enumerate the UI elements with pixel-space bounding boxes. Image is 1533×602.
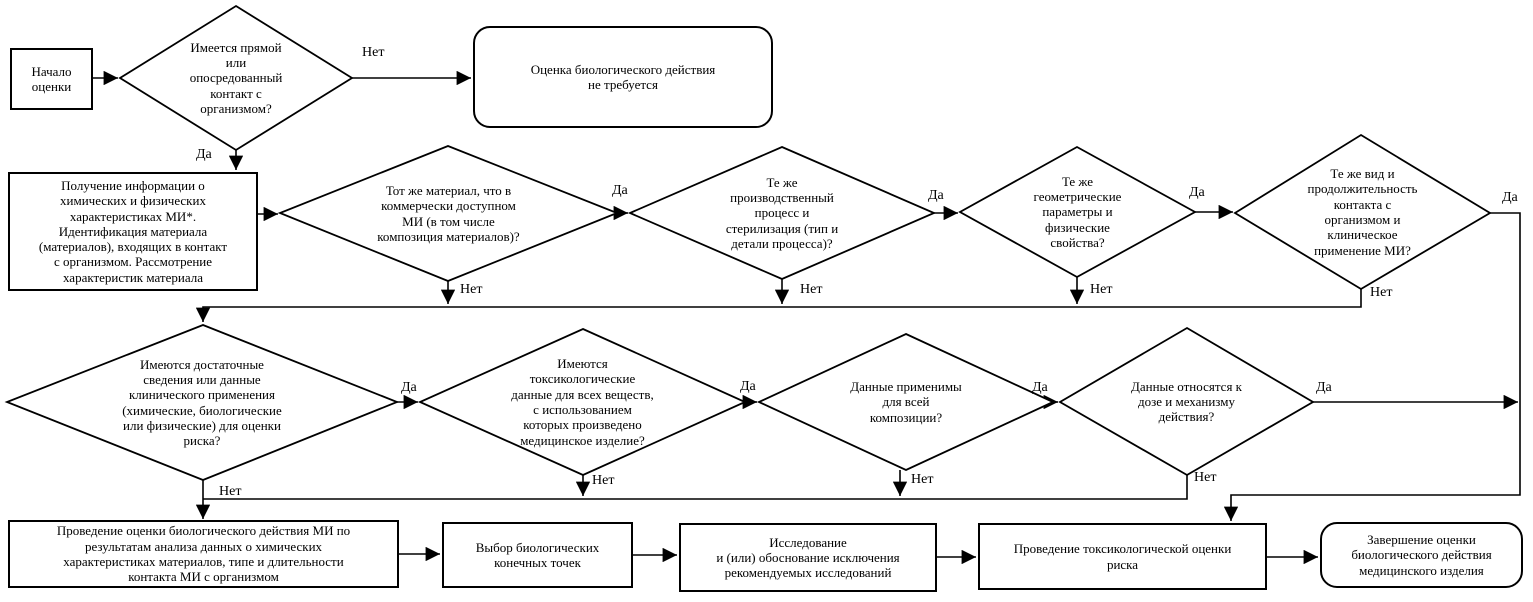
terminator-evaluation-not-required: Оценка биологического действия не требуе… xyxy=(473,26,773,128)
process-material-info: Получение информации о химических и физи… xyxy=(8,172,258,291)
decision-data-composition: Данные применимы для всей композиции? xyxy=(850,379,962,425)
label-no-composition: Нет xyxy=(911,472,934,487)
label-no-material: Нет xyxy=(460,282,483,297)
label-no-contact-type: Нет xyxy=(1370,285,1393,300)
decision-dose-mechanism: Данные относятся к дозе и механизму дейс… xyxy=(1130,378,1242,425)
decision-same-process: Те же производственный процесс и стерили… xyxy=(725,174,839,251)
label-no-contact: Нет xyxy=(362,45,385,60)
decision-toxicological-data: Имеются токсикологические данные для все… xyxy=(511,356,654,448)
process-endpoints-selection: Выбор биологических конечных точек xyxy=(442,522,633,588)
decision-direct-contact: Имеется прямой или опосредованный контак… xyxy=(189,39,283,116)
decision-sufficient-data: Имеются достаточные сведения или данные … xyxy=(122,356,282,449)
label-no-process: Нет xyxy=(800,282,823,297)
start-node: Начало оценки xyxy=(10,48,93,110)
label-yes-contact: Да xyxy=(196,147,212,162)
process-tox-risk-assessment: Проведение токсикологической оценки риск… xyxy=(978,523,1267,590)
label-yes-material: Да xyxy=(612,183,628,198)
label-no-geometry: Нет xyxy=(1090,282,1113,297)
label-yes-dose: Да xyxy=(1316,380,1332,395)
label-yes-geometry: Да xyxy=(1189,185,1205,200)
process-biological-evaluation: Проведение оценки биологического действи… xyxy=(8,520,399,588)
label-yes-contact-type: Да xyxy=(1502,190,1518,205)
label-no-tox-data: Нет xyxy=(592,473,615,488)
label-yes-tox-data: Да xyxy=(740,379,756,394)
terminator-evaluation-complete: Завершение оценки биологического действи… xyxy=(1320,522,1523,588)
process-research-justification: Исследование и (или) обоснование исключе… xyxy=(679,523,937,592)
label-yes-composition: Да xyxy=(1032,380,1048,395)
label-yes-process: Да xyxy=(928,188,944,203)
label-no-dose: Нет xyxy=(1194,470,1217,485)
label-yes-sufficient: Да xyxy=(401,380,417,395)
decision-same-geometry: Те же геометрические параметры и физичес… xyxy=(1033,173,1122,250)
decision-same-material: Тот же материал, что в коммерчески досту… xyxy=(377,182,520,244)
label-no-sufficient: Нет xyxy=(219,484,242,499)
decision-same-contact-type: Те же вид и продолжительность контакта с… xyxy=(1307,166,1418,258)
